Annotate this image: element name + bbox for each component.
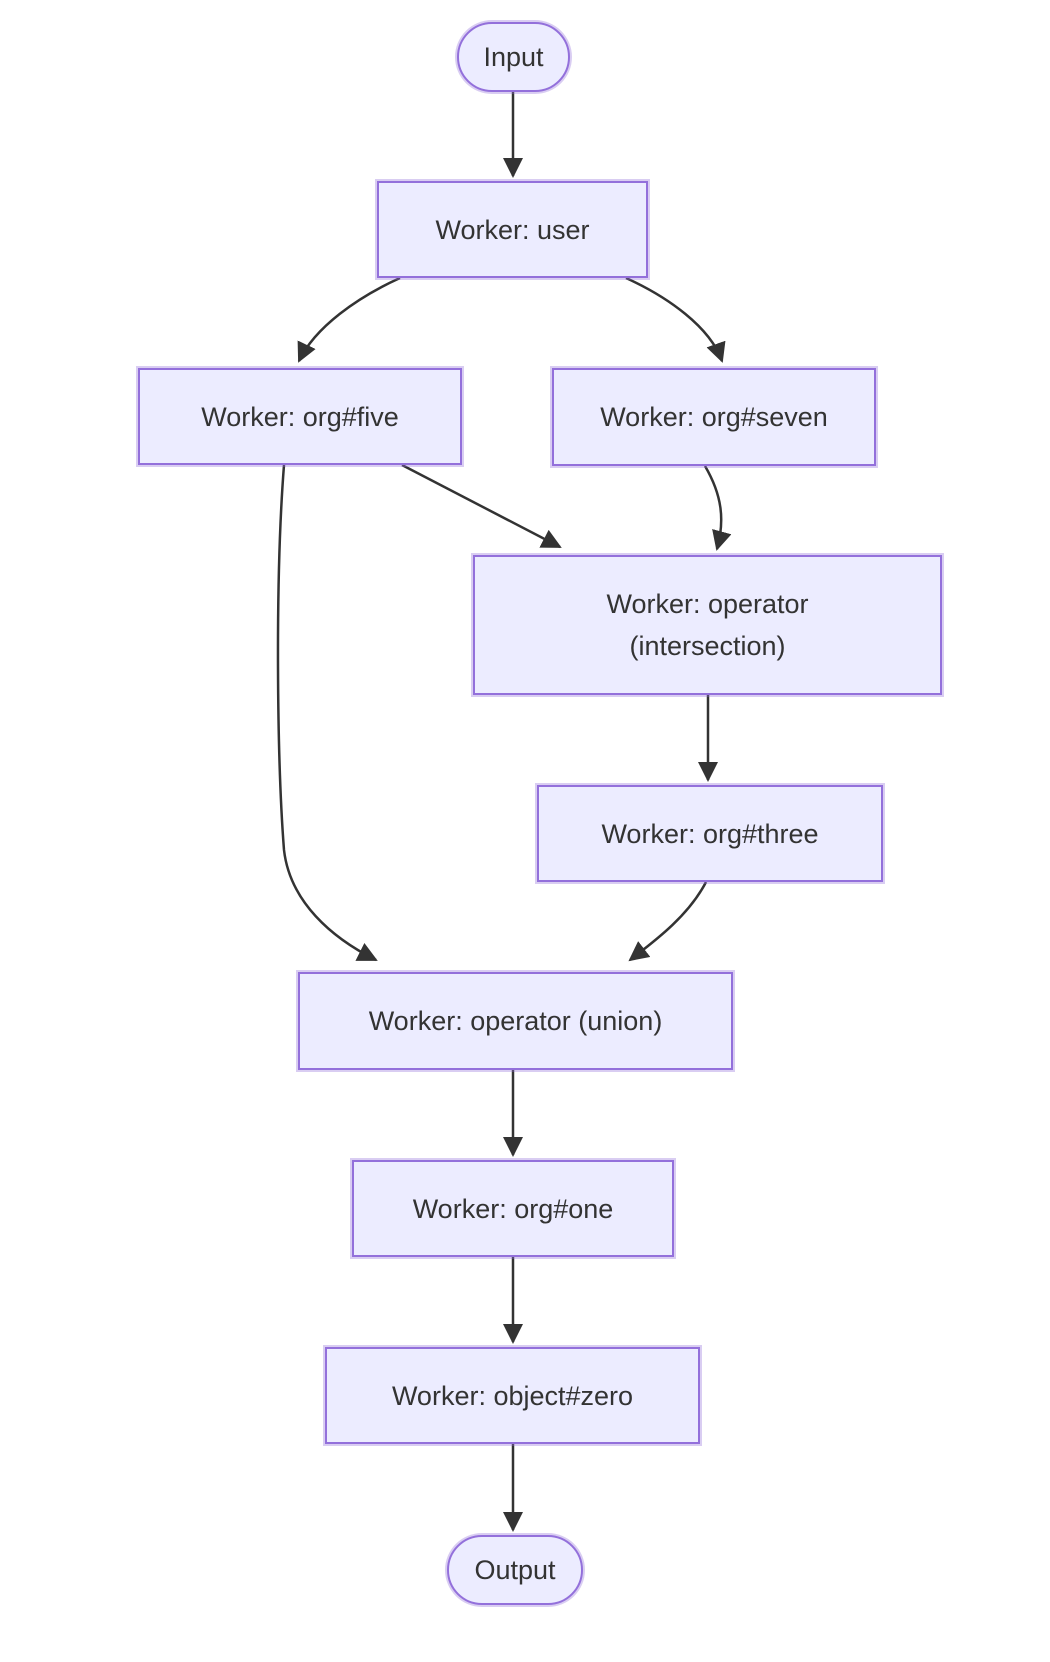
node-worker-user-label: Worker: user — [435, 214, 590, 245]
edge-user-org-seven — [625, 276, 726, 363]
node-worker-org-seven: Worker: org#seven — [552, 368, 876, 466]
node-worker-org-five: Worker: org#five — [138, 368, 462, 465]
node-worker-operator-union-label: Worker: operator (union) — [368, 1006, 663, 1036]
node-worker-object-zero: Worker: object#zero — [325, 1347, 700, 1444]
node-worker-operator-intersection: Worker: operator (intersection) — [473, 555, 942, 695]
node-worker-object-zero-label: Worker: object#zero — [391, 1380, 634, 1411]
node-worker-org-one-label: Worker: org#one — [412, 1193, 614, 1224]
node-output: Output — [447, 1535, 583, 1605]
edge-org-five-intersection — [401, 463, 562, 549]
edge-org-five-union — [276, 464, 378, 962]
node-input-label: Input — [483, 42, 544, 72]
node-worker-org-three-label: Worker: org#three — [601, 818, 819, 849]
node-worker-org-three: Worker: org#three — [537, 785, 883, 882]
edge-org-three-union — [628, 881, 708, 962]
edge-org-seven-intersection — [703, 465, 732, 551]
node-worker-org-one: Worker: org#one — [352, 1160, 674, 1257]
node-worker-org-seven-label: Worker: org#seven — [600, 402, 828, 432]
node-worker-operator-intersection-label: Worker: operator (intersection) — [606, 589, 809, 661]
node-worker-org-five-label: Worker: org#five — [201, 401, 399, 432]
node-output-label: Output — [474, 1555, 556, 1585]
node-worker-user: Worker: user — [377, 181, 648, 278]
node-worker-operator-union: Worker: operator (union) — [298, 972, 733, 1070]
node-input: Input — [457, 22, 570, 92]
edge-user-org-five — [297, 276, 401, 363]
